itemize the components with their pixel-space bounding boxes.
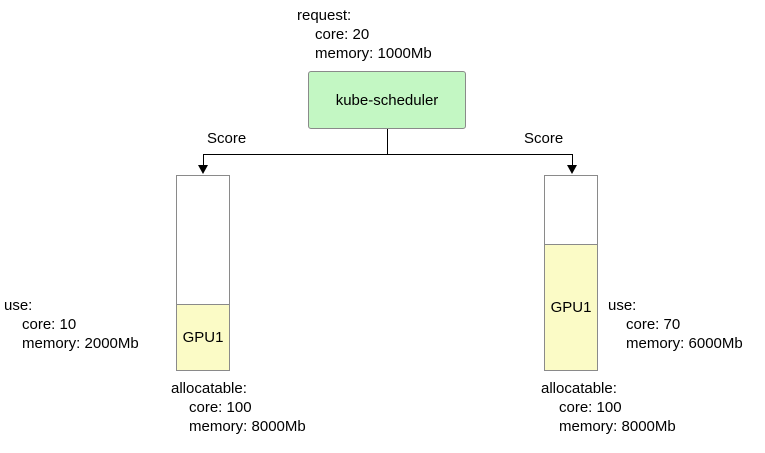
node-right-used-region: GPU1: [545, 243, 597, 370]
kube-scheduler-label: kube-scheduler: [335, 91, 439, 109]
node-left-allocatable-line-2: core: 100: [189, 399, 252, 416]
node-right-gpu-label: GPU1: [550, 298, 592, 316]
node-left-use-block: use: core: 10 memory: 2000Mb: [4, 296, 139, 353]
node-left-allocatable-line-1: allocatable:: [171, 380, 247, 397]
node-left-use-line-2: core: 10: [22, 316, 77, 333]
request-spec-line-3: memory: 1000Mb: [315, 45, 432, 62]
node-right-allocatable-block: allocatable: core: 100 memory: 8000Mb: [541, 379, 676, 436]
node-right-use-line-2: core: 70: [626, 316, 681, 333]
request-spec-line-1: request:: [297, 7, 352, 24]
edge-label-score-right: Score: [524, 130, 564, 147]
scheduler-stem-line: [387, 129, 388, 155]
node-left-allocatable-line-3: memory: 8000Mb: [189, 418, 306, 435]
node-left-use-line-3: memory: 2000Mb: [22, 335, 139, 352]
node-right-use-line-1: use:: [608, 297, 637, 314]
node-left-gpu-label: GPU1: [182, 329, 224, 347]
request-spec-block: request: core: 20 memory: 1000Mb: [297, 6, 432, 63]
node-right-bar[interactable]: GPU1: [544, 175, 598, 371]
request-spec-line-2: core: 20: [315, 26, 370, 43]
node-right-allocatable-line-2: core: 100: [559, 399, 622, 416]
node-left-used-region: GPU1: [177, 304, 229, 370]
score-drop-left-line: [203, 154, 204, 166]
kube-scheduler-node[interactable]: kube-scheduler: [308, 71, 466, 129]
node-right-allocatable-line-3: memory: 8000Mb: [559, 418, 676, 435]
node-left-use-line-1: use:: [4, 297, 33, 314]
score-arrow-right-icon: [567, 165, 577, 174]
node-right-use-block: use: core: 70 memory: 6000Mb: [608, 296, 743, 353]
edge-label-score-left: Score: [207, 130, 247, 147]
score-drop-right-line: [572, 154, 573, 166]
score-spine-line: [203, 154, 573, 155]
node-left-allocatable-block: allocatable: core: 100 memory: 8000Mb: [171, 379, 306, 436]
score-arrow-left-icon: [198, 165, 208, 174]
node-left-bar[interactable]: GPU1: [176, 175, 230, 371]
node-right-use-line-3: memory: 6000Mb: [626, 335, 743, 352]
node-right-allocatable-line-1: allocatable:: [541, 380, 617, 397]
